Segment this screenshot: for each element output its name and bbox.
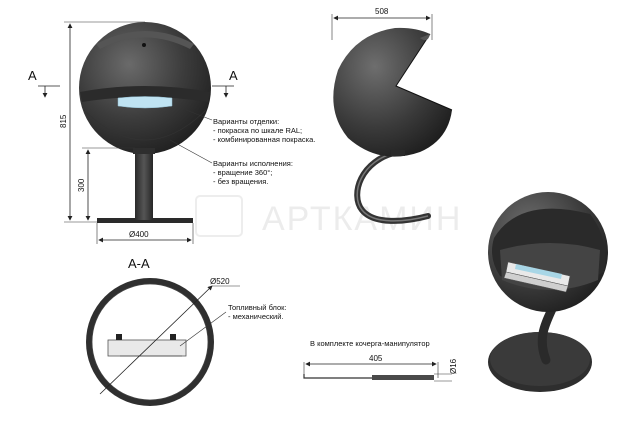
front-glass — [117, 96, 173, 109]
poker-rod — [303, 374, 372, 379]
dim-height-total: 815 — [59, 114, 68, 128]
section-title: A-A — [128, 256, 150, 271]
front-top-bolt — [142, 43, 146, 47]
dim-poker-length: 405 — [369, 354, 383, 363]
front-top-cap — [96, 31, 194, 49]
front-collar — [133, 148, 155, 154]
side-sphere — [333, 27, 452, 157]
front-bowl-line — [83, 109, 207, 141]
note-version-title: Варианты исполнения: — [213, 159, 293, 168]
iso-view — [488, 192, 608, 392]
section-view: A-A Ø520 — [86, 256, 240, 406]
note-finish-1: - покраска по шкале RAL; — [213, 126, 302, 135]
section-marker-left: A — [28, 68, 37, 83]
dim-height-stand: 300 — [77, 178, 86, 192]
dim-sphere-diameter: Ø520 — [210, 277, 230, 286]
note-kit: В комплекте кочерга-манипулятор — [310, 339, 430, 348]
note-version-1: - вращение 360°; — [213, 168, 272, 177]
front-base — [97, 218, 193, 223]
section-fuel-block — [107, 339, 187, 357]
front-leg — [135, 148, 153, 220]
dim-sphere-line — [99, 285, 213, 395]
note-fuel-1: - механический. — [228, 312, 284, 321]
notes-fuel: Топливный блок: - механический. — [228, 303, 287, 321]
dim-poker-diameter: Ø16 — [449, 358, 458, 374]
note-version-2: - без вращения. — [213, 177, 268, 186]
notes-finish: Варианты отделки: - покраска по шкале RA… — [213, 117, 315, 144]
dim-width-side: 508 — [375, 7, 389, 16]
dim-base-diameter: Ø400 — [129, 230, 149, 239]
front-view: A A 815 300 Ø400 — [28, 21, 238, 244]
notes-version: Варианты исполнения: - вращение 360°; - … — [213, 159, 293, 186]
side-collar — [391, 150, 405, 156]
poker-handle — [372, 375, 434, 380]
poker-view: В комплекте кочерга-манипулятор 405 Ø16 — [303, 339, 458, 382]
front-band — [80, 86, 210, 102]
note-fuel-title: Топливный блок: — [228, 303, 287, 312]
section-marker-right: A — [229, 68, 238, 83]
note-finish-2: - комбинированная покраска. — [213, 135, 315, 144]
side-view: 508 — [331, 7, 453, 224]
note-finish-title: Варианты отделки: — [213, 117, 279, 126]
